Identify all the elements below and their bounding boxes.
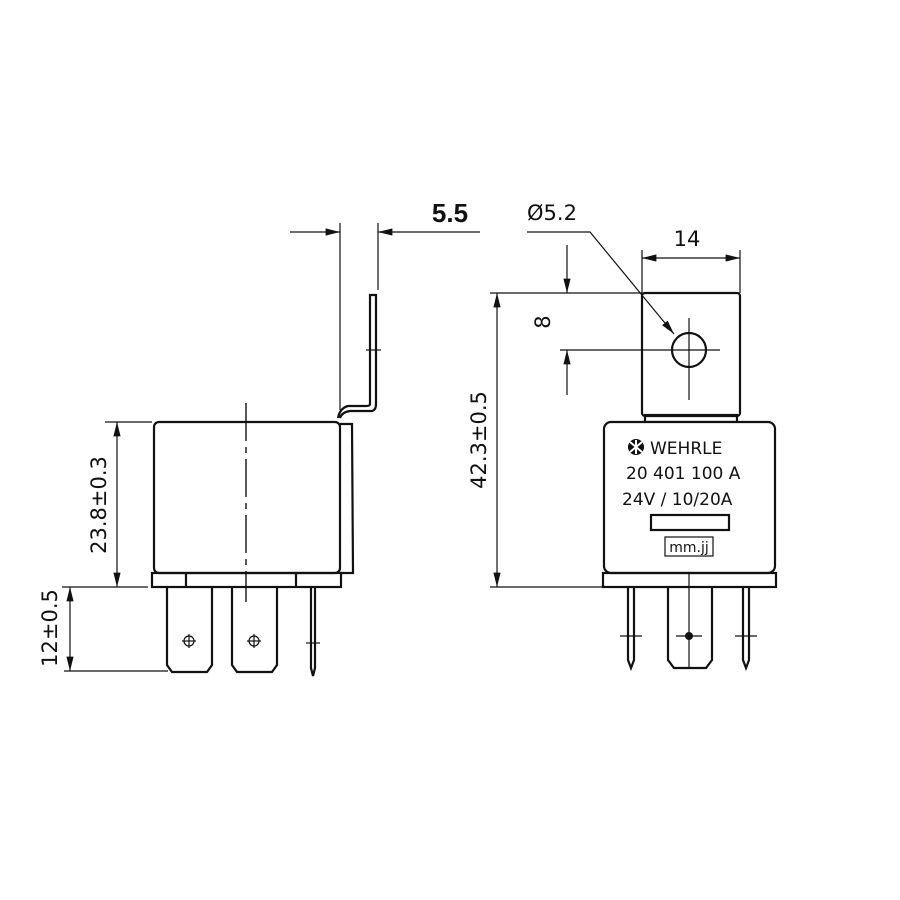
- part-number-label: 20 401 100 A: [626, 464, 741, 484]
- side-body-strip: [340, 422, 355, 575]
- side-pin: [309, 587, 317, 677]
- mounting-tab: [640, 291, 742, 418]
- side-relay-body: [152, 420, 342, 575]
- front-terminal-center: [666, 587, 714, 670]
- dim-bracket-offset: 5.5: [432, 198, 468, 228]
- dim-hole-height: 8: [531, 315, 555, 328]
- front-view: WEHRLE 20 401 100 A 24V / 10/20A mm.jj 1…: [467, 201, 778, 672]
- mounting-bracket: [336, 293, 378, 419]
- date-code-box: [664, 536, 714, 557]
- dim-overall-height: 42.3±0.5: [467, 391, 491, 489]
- side-view: 5.5 23.8±0.3 12±0.5: [38, 198, 480, 677]
- date-code-label: mm.jj: [669, 540, 709, 556]
- front-pin-right: [741, 587, 751, 672]
- dim-pin-length: 12±0.5: [38, 589, 62, 667]
- front-pin-left: [626, 587, 636, 672]
- side-terminal-1: [165, 587, 214, 674]
- rating-label: 24V / 10/20A: [622, 490, 733, 510]
- brand-label: WEHRLE: [650, 439, 722, 459]
- blank-label-box: [649, 513, 731, 532]
- dim-tab-width: 14: [674, 227, 701, 251]
- dim-hole-diameter: Ø5.2: [527, 201, 577, 225]
- wehrle-logo-icon: [628, 439, 644, 455]
- side-terminal-2: [230, 587, 279, 674]
- dim-body-height: 23.8±0.3: [87, 456, 111, 554]
